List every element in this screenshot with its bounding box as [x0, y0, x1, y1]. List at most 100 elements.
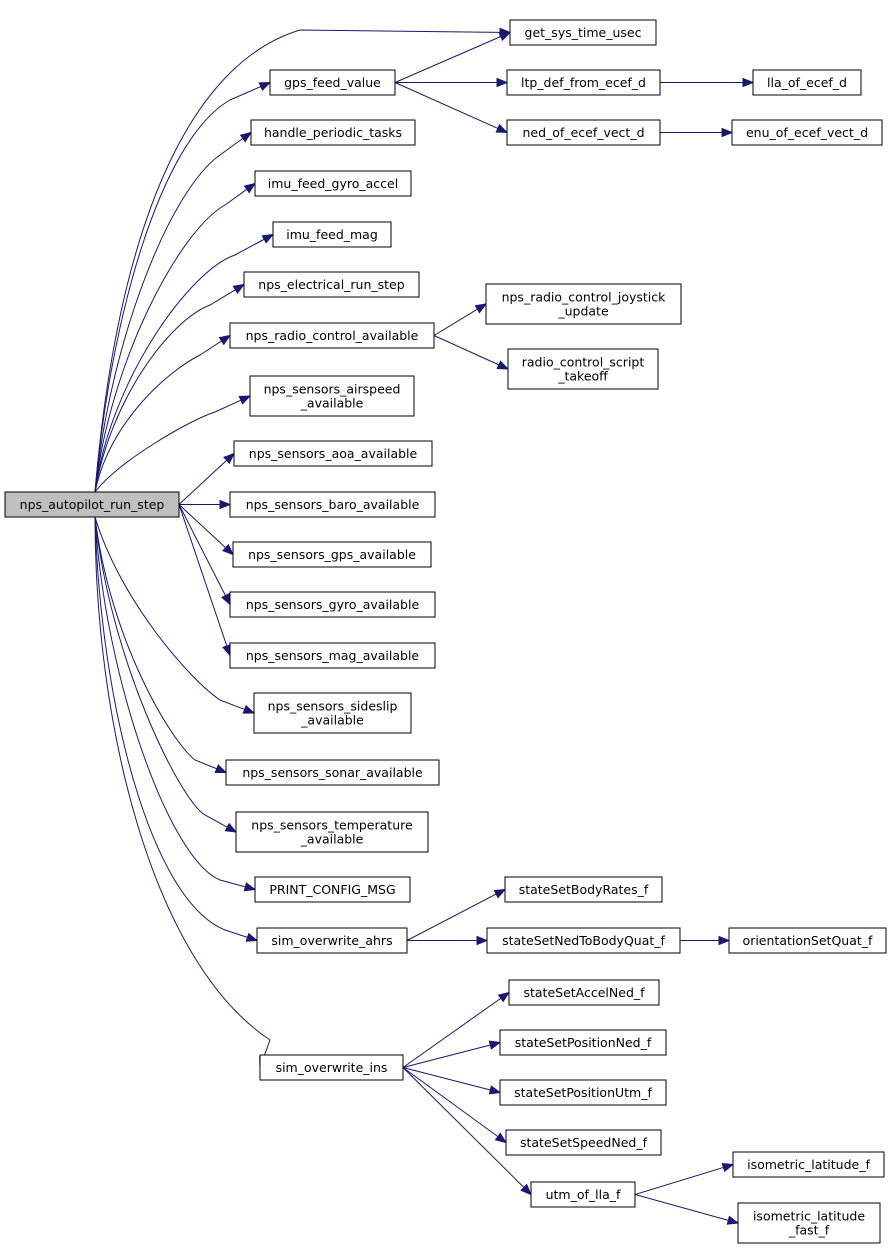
function-node-nps-radio-control-available[interactable]: nps_radio_control_available: [229, 322, 435, 349]
edge-n26-to-n27: [680, 935, 731, 946]
node-label: _available: [300, 832, 364, 847]
node-box: [508, 979, 660, 1006]
edge-n0-to-n24: [94, 516, 259, 942]
edge-line: [178, 504, 226, 596]
arrowhead-icon: [488, 1040, 502, 1050]
edge-line: [178, 459, 228, 505]
function-node-nps-sensors-temperature-available[interactable]: nps_sensors_temperature_available: [235, 811, 429, 853]
function-node-lla-of-ecef-d[interactable]: lla_of_ecef_d: [752, 69, 862, 96]
node-box: [229, 322, 435, 349]
edge-line: [402, 1067, 491, 1091]
node-box: [732, 1151, 885, 1178]
node-label: enu_of_ecef_vect_d: [746, 125, 868, 140]
node-layer: nps_autopilot_run_step get_sys_time_usecg…: [4, 19, 887, 1244]
node-label: nps_radio_control_available: [246, 328, 419, 343]
function-node-sim-overwrite-ins[interactable]: sim_overwrite_ins: [259, 1054, 404, 1081]
edge-n11-to-n12: [433, 303, 488, 336]
edge-line: [94, 399, 242, 493]
function-node-nps-autopilot-run-step[interactable]: nps_autopilot_run_step: [4, 491, 180, 518]
node-label: handle_periodic_tasks: [264, 125, 402, 140]
function-node-gps-feed-value[interactable]: gps_feed_value: [269, 69, 396, 96]
node-label: gps_feed_value: [284, 75, 381, 90]
function-node-nps-sensors-gps-available[interactable]: nps_sensors_gps_available: [232, 541, 432, 568]
function-node-statesetpositionned-f[interactable]: stateSetPositionNed_f: [499, 1029, 667, 1056]
node-label: nps_sensors_gyro_available: [246, 597, 420, 612]
function-node-statesetbodyrates-f[interactable]: stateSetBodyRates_f: [504, 876, 663, 903]
edge-line: [402, 1067, 525, 1188]
edge-line: [94, 86, 262, 493]
node-label: stateSetPositionNed_f: [515, 1035, 652, 1050]
node-box: [253, 692, 412, 734]
arrowhead-icon: [223, 452, 235, 465]
node-box: [506, 119, 661, 146]
function-node-sim-overwrite-ahrs[interactable]: sim_overwrite_ahrs: [256, 927, 408, 954]
edge-n0-to-n20: [94, 516, 256, 714]
function-node-statesetspeedned-f[interactable]: stateSetSpeedNed_f: [505, 1129, 662, 1156]
function-node-handle-periodic-tasks[interactable]: handle_periodic_tasks: [250, 119, 416, 146]
node-label: utm_of_lla_f: [546, 1187, 621, 1202]
function-node-nps-sensors-mag-available[interactable]: nps_sensors_mag_available: [229, 642, 436, 669]
node-label: nps_sensors_sonar_available: [242, 765, 423, 780]
function-node-isometric-latitude-f[interactable]: isometric_latitude_f: [732, 1151, 885, 1178]
function-node-nps-radio-control-joystick-update[interactable]: nps_radio_control_joystick_update: [485, 283, 682, 325]
function-node-statesetnedtobodyquat-f[interactable]: stateSetNedToBodyQuat_f: [486, 927, 681, 954]
edge-n0-to-n10: [94, 283, 246, 493]
function-node-utm-of-lla-f[interactable]: utm_of_lla_f: [530, 1181, 636, 1208]
function-node-ltp-def-from-ecef-d[interactable]: ltp_def_from_ecef_d: [506, 69, 661, 96]
function-node-imu-feed-mag[interactable]: imu_feed_mag: [272, 221, 392, 248]
node-box: [243, 271, 420, 298]
node-label: PRINT_CONFIG_MSG: [269, 882, 395, 897]
function-node-nps-sensors-sonar-available[interactable]: nps_sensors_sonar_available: [225, 759, 440, 786]
edge-line: [402, 1067, 499, 1138]
function-node-isometric-latitude-fast-f[interactable]: isometric_latitude_fast_f: [737, 1202, 881, 1244]
edge-line: [94, 516, 217, 770]
function-node-nps-sensors-aoa-available[interactable]: nps_sensors_aoa_available: [233, 440, 433, 467]
arrowhead-icon: [495, 123, 509, 134]
function-node-statesetpositionutm-f[interactable]: stateSetPositionUtm_f: [499, 1079, 667, 1106]
edge-line: [94, 516, 246, 888]
edge-line: [634, 1166, 724, 1195]
arrowhead-icon: [726, 1215, 740, 1225]
function-node-ned-of-ecef-vect-d[interactable]: ned_of_ecef_vect_d: [506, 119, 661, 146]
function-node-orientationsetquat-f[interactable]: orientationSetQuat_f: [728, 927, 887, 954]
node-label: get_sys_time_usec: [525, 25, 642, 40]
node-box: [269, 69, 396, 96]
arrowhead-icon: [258, 81, 272, 92]
arrowhead-icon: [224, 822, 238, 833]
node-box: [235, 811, 429, 853]
node-box: [731, 119, 883, 146]
edge-n24-to-n26: [407, 935, 489, 946]
arrowhead-icon: [520, 1183, 532, 1196]
function-node-nps-sensors-baro-available[interactable]: nps_sensors_baro_available: [229, 491, 436, 518]
node-label: nps_electrical_run_step: [258, 277, 404, 292]
node-label: isometric_latitude_f: [747, 1157, 870, 1172]
edge-line: [394, 36, 502, 83]
node-box: [254, 170, 412, 197]
node-box: [509, 19, 657, 46]
arrowhead-icon: [494, 1132, 508, 1144]
function-node-nps-sensors-sideslip-available[interactable]: nps_sensors_sideslip_available: [253, 692, 412, 734]
edge-n0-to-n14: [94, 395, 252, 493]
edge-n2-to-n3: [395, 77, 509, 88]
function-node-radio-control-script-takeoff[interactable]: radio_control_script_takeoff: [507, 348, 659, 390]
node-label: nps_radio_control_joystick: [502, 290, 667, 305]
edge-n28-to-n31: [402, 1067, 502, 1095]
node-label: isometric_latitude: [753, 1209, 865, 1224]
function-node-imu-feed-gyro-accel[interactable]: imu_feed_gyro_accel: [254, 170, 412, 197]
node-label: ned_of_ecef_vect_d: [522, 125, 644, 140]
node-label: lla_of_ecef_d: [767, 75, 847, 90]
function-node-get-sys-time-usec[interactable]: get_sys_time_usec: [509, 19, 657, 46]
function-node-statesetaccelned-f[interactable]: stateSetAccelNed_f: [508, 979, 660, 1006]
edge-line: [94, 340, 222, 493]
node-box: [233, 440, 433, 467]
edge-n0-to-n2: [94, 81, 272, 493]
function-node-nps-electrical-run-step[interactable]: nps_electrical_run_step: [243, 271, 420, 298]
node-box: [504, 876, 663, 903]
node-label: stateSetBodyRates_f: [519, 882, 649, 897]
function-node-nps-sensors-gyro-available[interactable]: nps_sensors_gyro_available: [229, 591, 436, 618]
function-node-nps-sensors-airspeed-available[interactable]: nps_sensors_airspeed_available: [249, 375, 415, 417]
arrowhead-icon: [222, 644, 232, 657]
function-node-print-config-msg[interactable]: PRINT_CONFIG_MSG: [254, 876, 411, 903]
function-node-enu-of-ecef-vect-d[interactable]: enu_of_ecef_vect_d: [731, 119, 883, 146]
arrowhead-icon: [721, 1163, 735, 1173]
